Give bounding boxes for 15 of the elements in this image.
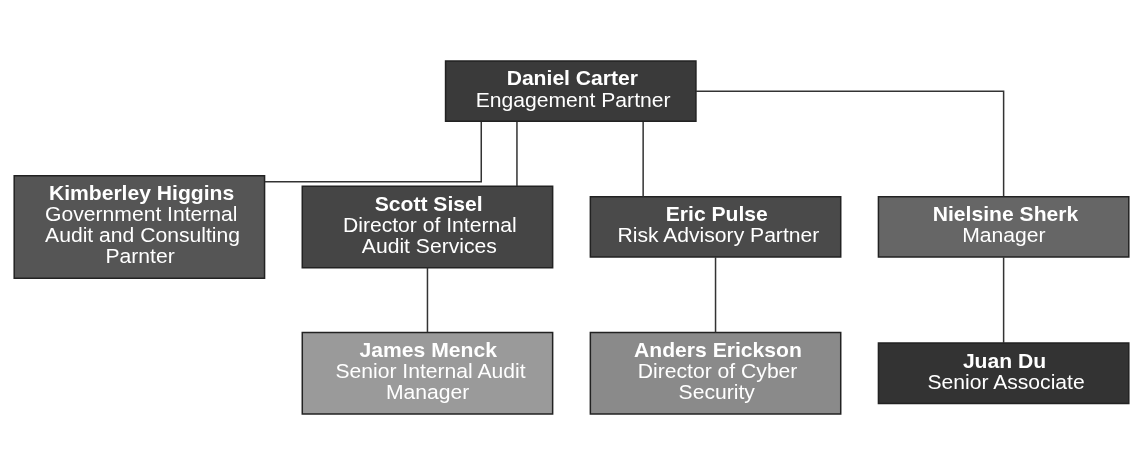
connector xyxy=(695,90,1005,197)
node-box: Anders Erickson Director of Cyber Security xyxy=(589,331,842,415)
node-box: Eric Pulse Risk Advisory Partner xyxy=(589,196,842,258)
node-box: Scott Sisel Director of Internal Audit Services xyxy=(301,185,554,269)
connector xyxy=(426,266,429,333)
node-box: Daniel Carter Engagement Partner xyxy=(444,60,697,123)
node-box: Kimberley Higgins Government Internal Audit and Consulting Parnter xyxy=(13,174,266,279)
connector xyxy=(1002,256,1005,344)
connector xyxy=(642,121,644,198)
node-box: Juan Du Senior Associate xyxy=(877,342,1130,405)
node-box: James Menck Senior Internal Audit Manager xyxy=(301,331,554,415)
node-box: Nielsine Sherk Manager xyxy=(877,196,1130,258)
connector xyxy=(264,121,482,183)
connector xyxy=(516,121,518,187)
connector xyxy=(714,256,717,334)
